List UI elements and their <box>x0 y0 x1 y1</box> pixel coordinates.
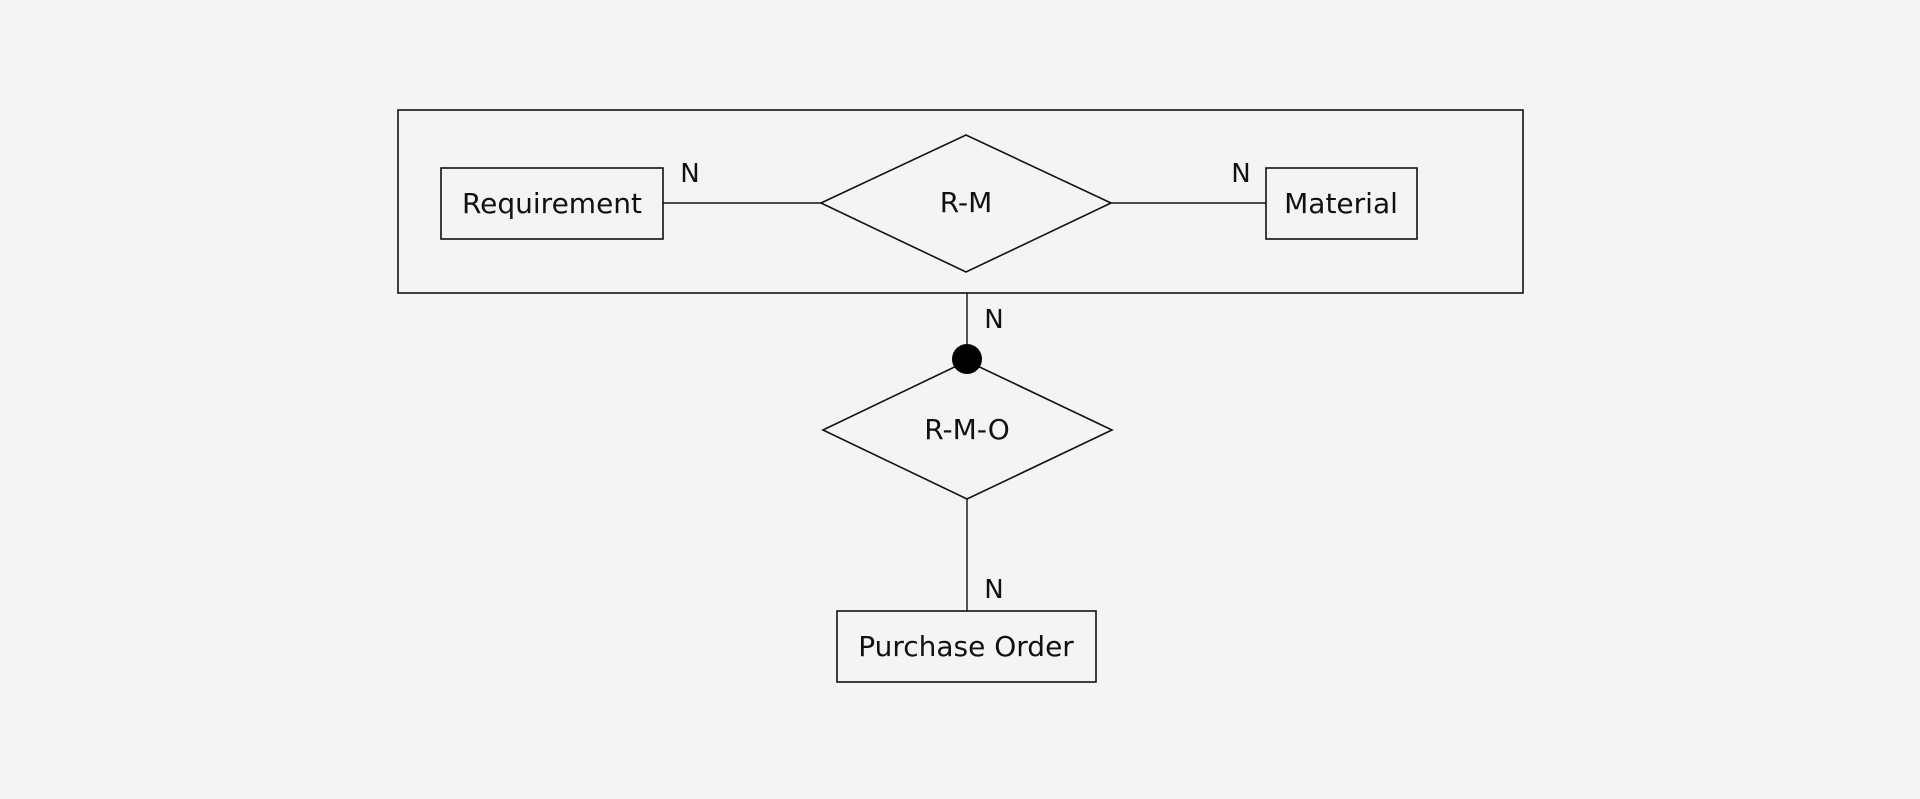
relationship-rm[interactable]: R-M <box>819 134 1113 273</box>
entity-purchase-order[interactable]: Purchase Order <box>836 610 1097 683</box>
entity-purchase-order-box <box>836 610 1097 683</box>
relationship-rmo-diamond <box>821 360 1114 500</box>
entity-purchase-order-label: Purchase Order <box>858 630 1074 663</box>
relationship-rmo[interactable]: R-M-O <box>821 360 1114 500</box>
entity-material-label: Material <box>1284 187 1398 220</box>
entity-requirement-label: Requirement <box>462 187 642 220</box>
relationship-rm-label: R-M <box>940 186 993 219</box>
participation-dot <box>952 344 982 374</box>
entity-requirement[interactable]: Requirement <box>440 167 664 240</box>
cardinality-purchase-order: N <box>984 575 1003 605</box>
entity-requirement-box <box>440 167 664 240</box>
entity-material-box <box>1265 167 1418 240</box>
relationship-rmo-label: R-M-O <box>924 413 1010 446</box>
cardinality-material: N <box>1231 159 1250 189</box>
aggregation-box <box>397 109 1524 294</box>
entity-material[interactable]: Material <box>1265 167 1418 240</box>
cardinality-aggregation: N <box>984 305 1003 335</box>
cardinality-requirement: N <box>680 159 699 189</box>
